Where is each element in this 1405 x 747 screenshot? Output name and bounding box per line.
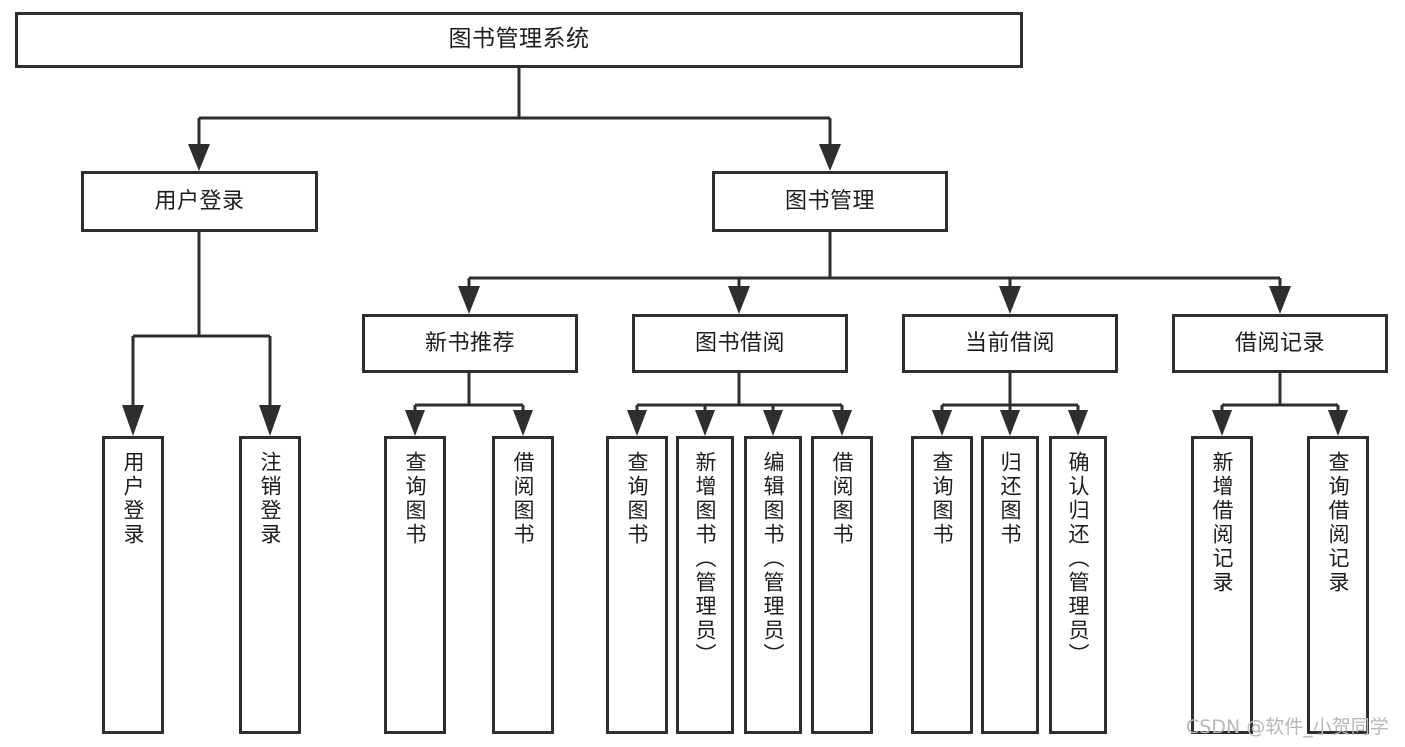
arrowhead-borrow-record (1269, 286, 1291, 314)
node-label: 注销登录 (258, 451, 283, 547)
leaf-user-login-login[interactable]: 用户登录 (102, 436, 164, 734)
arrowhead-cb-leaf-2 (1000, 410, 1020, 436)
node-current-borrowing[interactable]: 当前借阅 (902, 314, 1118, 373)
node-label: 借阅图书 (830, 451, 855, 547)
leaf-user-login-logout[interactable]: 注销登录 (239, 436, 301, 734)
node-label: 查询图书 (625, 451, 650, 547)
node-label: 当前借阅 (964, 330, 1055, 356)
node-root-book-management-system[interactable]: 图书管理系统 (15, 12, 1023, 68)
arrowhead-bb-leaf-4 (832, 410, 852, 436)
arrowhead-leaf-logout (259, 405, 281, 436)
leaf-book-borrow-add-book-admin[interactable]: 新增图书（管理员） (676, 436, 734, 734)
leaf-new-book-query-book[interactable]: 查询图书 (384, 436, 446, 734)
arrowhead-book-mgmt (819, 144, 841, 171)
node-label: 用户登录 (121, 451, 146, 547)
arrowhead-nb-leaf-1 (405, 410, 425, 436)
node-borrowing-record[interactable]: 借阅记录 (1172, 314, 1388, 373)
node-label: 归还图书 (998, 451, 1023, 547)
arrowhead-bb-leaf-1 (627, 410, 647, 436)
arrowhead-br-leaf-1 (1212, 410, 1232, 436)
node-label: 图书管理 (784, 188, 875, 214)
arrowhead-br-leaf-2 (1328, 410, 1348, 436)
node-book-borrowing[interactable]: 图书借阅 (632, 314, 848, 373)
arrowhead-new-book (458, 286, 480, 314)
arrowhead-current-borrow (999, 286, 1021, 314)
node-label: 图书管理系统 (448, 26, 590, 53)
node-label: 新书推荐 (424, 330, 515, 356)
node-label: 新增图书（管理员） (693, 451, 718, 667)
leaf-borrow-record-query-record[interactable]: 查询借阅记录 (1307, 436, 1369, 734)
node-label: 借阅记录 (1234, 330, 1325, 356)
leaf-borrow-record-add-record[interactable]: 新增借阅记录 (1191, 436, 1253, 734)
leaf-current-borrow-query-book[interactable]: 查询图书 (911, 436, 973, 734)
node-new-book-recommendation[interactable]: 新书推荐 (362, 314, 578, 373)
leaf-new-book-borrow-book[interactable]: 借阅图书 (492, 436, 554, 734)
node-label: 编辑图书（管理员） (761, 451, 786, 667)
arrowhead-nb-leaf-2 (513, 410, 533, 436)
arrowhead-user-login (188, 144, 210, 171)
arrowhead-bb-leaf-2 (695, 410, 715, 436)
arrowhead-bb-leaf-3 (763, 410, 783, 436)
node-label: 查询借阅记录 (1326, 451, 1351, 595)
node-user-login[interactable]: 用户登录 (81, 171, 318, 232)
arrowhead-leaf-user-login (122, 405, 144, 436)
node-label: 用户登录 (154, 188, 245, 214)
arrowhead-book-borrow (728, 286, 750, 314)
node-label: 查询图书 (930, 451, 955, 547)
csdn-watermark: CSDN @软件_小贺同学 (1186, 716, 1389, 738)
leaf-book-borrow-query-book[interactable]: 查询图书 (606, 436, 668, 734)
leaf-current-borrow-confirm-return-admin[interactable]: 确认归还（管理员） (1049, 436, 1107, 734)
node-label: 借阅图书 (511, 451, 536, 547)
node-book-management[interactable]: 图书管理 (712, 171, 948, 232)
leaf-book-borrow-borrow-book[interactable]: 借阅图书 (811, 436, 873, 734)
arrowhead-cb-leaf-1 (932, 410, 952, 436)
leaf-book-borrow-edit-book-admin[interactable]: 编辑图书（管理员） (744, 436, 802, 734)
node-label: 查询图书 (403, 451, 428, 547)
leaf-current-borrow-return-book[interactable]: 归还图书 (981, 436, 1039, 734)
arrowhead-cb-leaf-3 (1068, 410, 1088, 436)
node-label: 新增借阅记录 (1210, 451, 1235, 595)
node-label: 图书借阅 (694, 330, 785, 356)
node-label: 确认归还（管理员） (1066, 451, 1091, 667)
